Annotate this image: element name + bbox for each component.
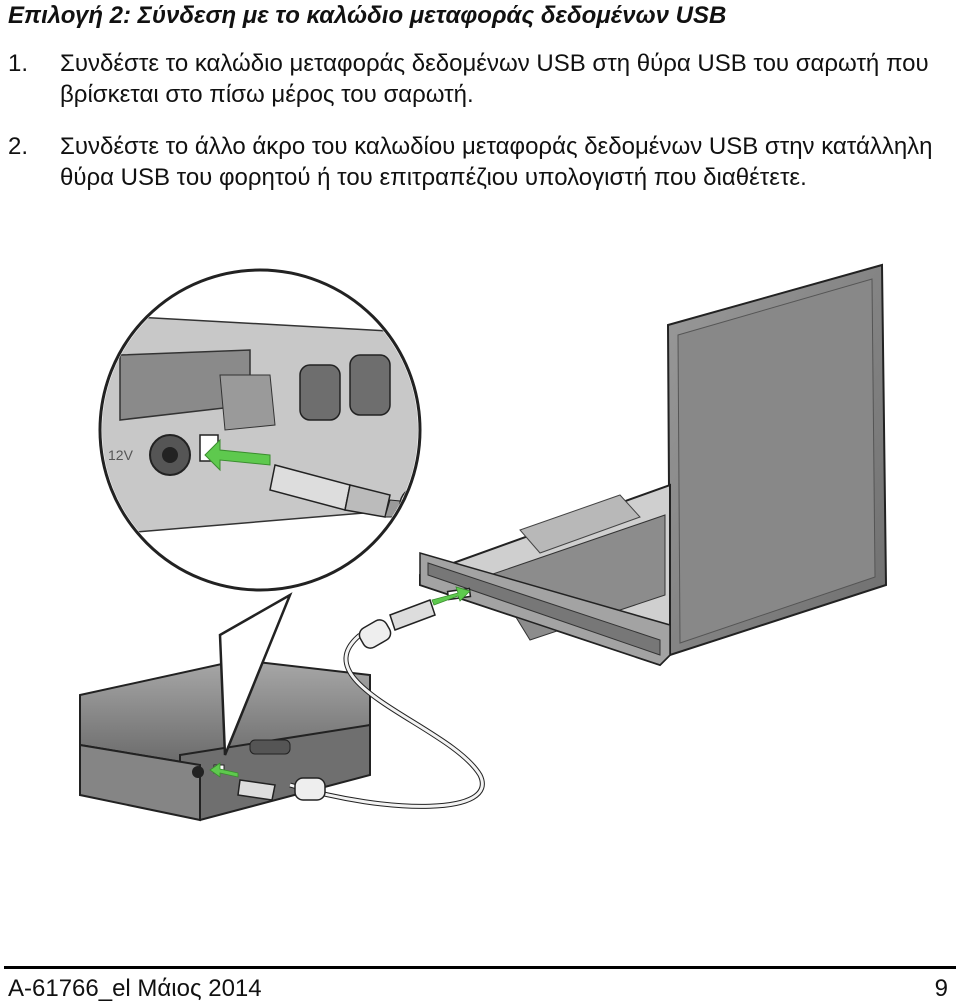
step-text: Συνδέστε το άλλο άκρο του καλωδίου μεταφ…	[60, 133, 933, 191]
usb-connection-illustration: 12V	[79, 263, 888, 822]
footer-page-number: 9	[934, 975, 948, 1002]
step-number: 1.	[8, 50, 29, 77]
footer-rule	[4, 966, 956, 969]
step-number: 2.	[8, 133, 29, 160]
laptop	[419, 263, 888, 667]
footer-doc-id: A-61766_el Μάιος 2014	[8, 975, 262, 1002]
port-label: 12V	[108, 447, 134, 463]
step-text: Συνδέστε το καλώδιο μεταφοράς δεδομένων …	[60, 50, 929, 108]
section-heading: Επιλογή 2: Σύνδεση με το καλώδιο μεταφορ…	[8, 2, 727, 29]
